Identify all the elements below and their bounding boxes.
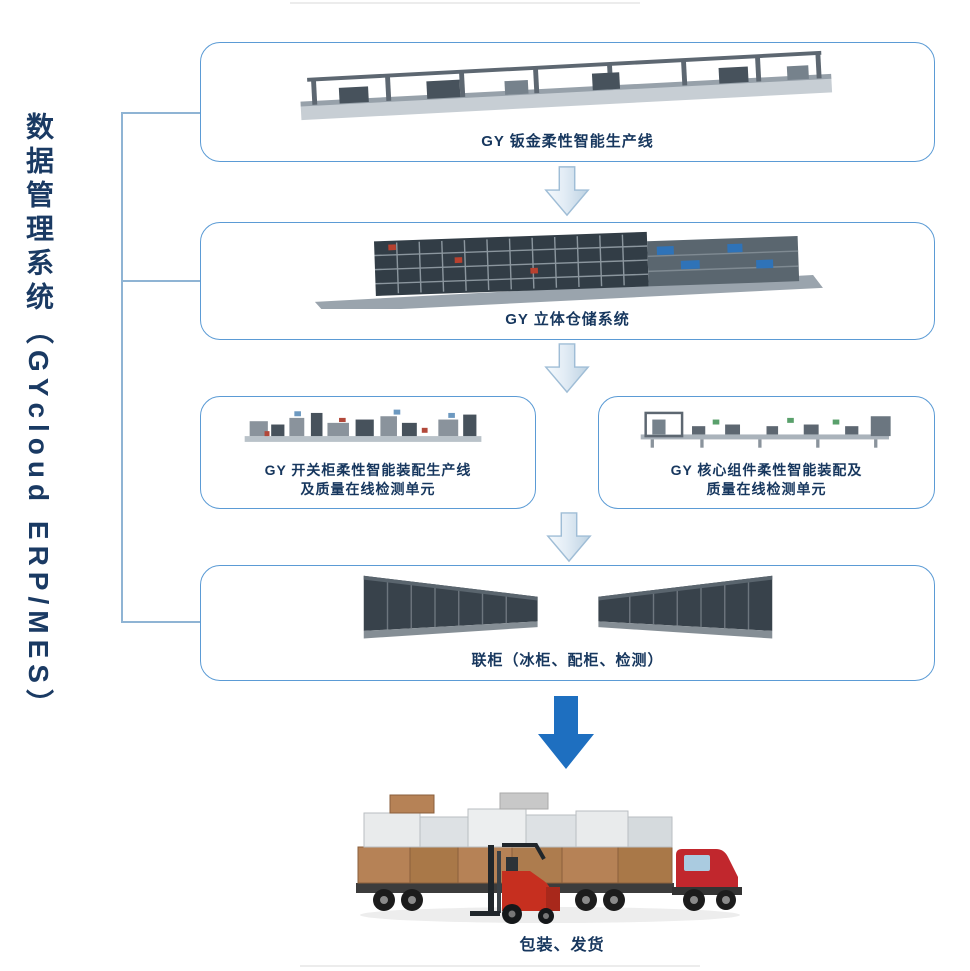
scan-artifact-top (290, 2, 640, 4)
switchgear-assembly-label: GY 开关柜柔性智能装配生产线 及质量在线检测单元 (265, 461, 472, 500)
station-box-switchgear-assembly: GY 开关柜柔性智能装配生产线 及质量在线检测单元 (200, 396, 536, 509)
station-box-combined-cabinets: 联柜（冰柜、配柜、检测） (200, 565, 935, 681)
packing-shipping-label: 包装、发货 (519, 937, 605, 954)
packing-truck-image (356, 792, 742, 924)
flow-arrow-down-3 (546, 512, 592, 563)
connector-bracket (121, 112, 202, 623)
sheet-metal-line-image (299, 50, 832, 121)
switchgear-assembly-label-line2: 及质量在线检测单元 (300, 481, 436, 498)
flow-arrow-down-1 (544, 166, 590, 217)
combined-cabinets-label: 联柜（冰柜、配柜、检测） (471, 652, 664, 670)
combined-cabinets-image (363, 575, 772, 639)
forklift-image (470, 843, 560, 924)
core-component-assembly-label-line1: GY 核心组件柔性智能装配及 (670, 461, 863, 478)
warehouse-image (314, 231, 823, 309)
switchgear-assembly-image (244, 409, 482, 442)
flow-arrow-down-solid (538, 696, 594, 769)
core-component-assembly-label: GY 核心组件柔性智能装配及 质量在线检测单元 (671, 461, 863, 500)
station-box-core-component-assembly: GY 核心组件柔性智能装配及 质量在线检测单元 (598, 396, 935, 509)
core-component-assembly-image (640, 411, 891, 448)
core-component-assembly-label-line2: 质量在线检测单元 (706, 481, 827, 498)
scan-artifact-bottom (300, 965, 700, 967)
switchgear-assembly-label-line1: GY 开关柜柔性智能装配生产线 (264, 461, 472, 478)
sheet-metal-line-label: GY 钣金柔性智能生产线 (481, 133, 654, 151)
warehouse-label: GY 立体仓储系统 (505, 311, 630, 329)
station-box-sheet-metal-line: GY 钣金柔性智能生产线 (200, 42, 935, 162)
data-management-system-label: 数据管理系统（GYcloud ERP/MES） (23, 112, 54, 723)
station-box-warehouse: GY 立体仓储系统 (200, 222, 935, 340)
flow-arrow-down-2 (544, 343, 590, 394)
